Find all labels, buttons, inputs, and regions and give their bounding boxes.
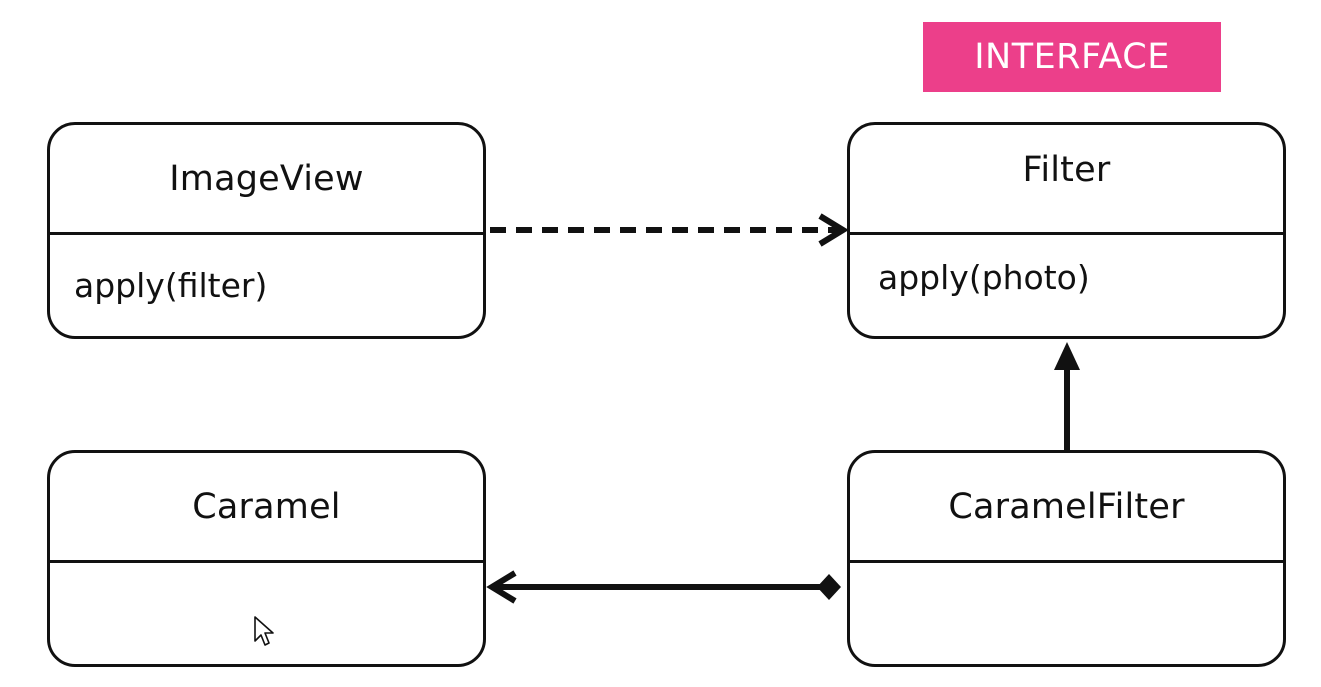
composition-arrow-caramelfilter-caramel (486, 570, 841, 604)
class-name-filter: Filter (850, 125, 1283, 235)
class-members-imageview: apply(filter) (50, 235, 483, 336)
filled-diamond-icon (817, 574, 841, 600)
arrow-pointer-icon (254, 616, 274, 646)
realization-arrow-caramelfilter-filter (1054, 342, 1080, 450)
class-name-caramelfilter: CaramelFilter (850, 453, 1283, 563)
open-arrowhead-icon (818, 213, 849, 247)
class-box-filter[interactable]: Filter apply(photo) (847, 122, 1286, 339)
class-name-caramel: Caramel (50, 453, 483, 563)
class-box-caramelfilter[interactable]: CaramelFilter (847, 450, 1286, 667)
filled-arrowhead-icon (1054, 342, 1080, 370)
class-member-apply-photo: apply(photo) (878, 258, 1090, 297)
class-box-imageview[interactable]: ImageView apply(filter) (47, 122, 486, 339)
class-members-caramelfilter (850, 563, 1283, 664)
open-arrowhead-icon (486, 570, 517, 604)
dependency-arrow-imageview-filter (490, 213, 849, 247)
interface-badge-label: INTERFACE (974, 37, 1170, 77)
class-members-filter: apply(photo) (850, 235, 1283, 336)
class-member-apply-filter: apply(filter) (74, 266, 268, 305)
interface-badge: INTERFACE (923, 22, 1221, 92)
class-name-imageview: ImageView (50, 125, 483, 235)
